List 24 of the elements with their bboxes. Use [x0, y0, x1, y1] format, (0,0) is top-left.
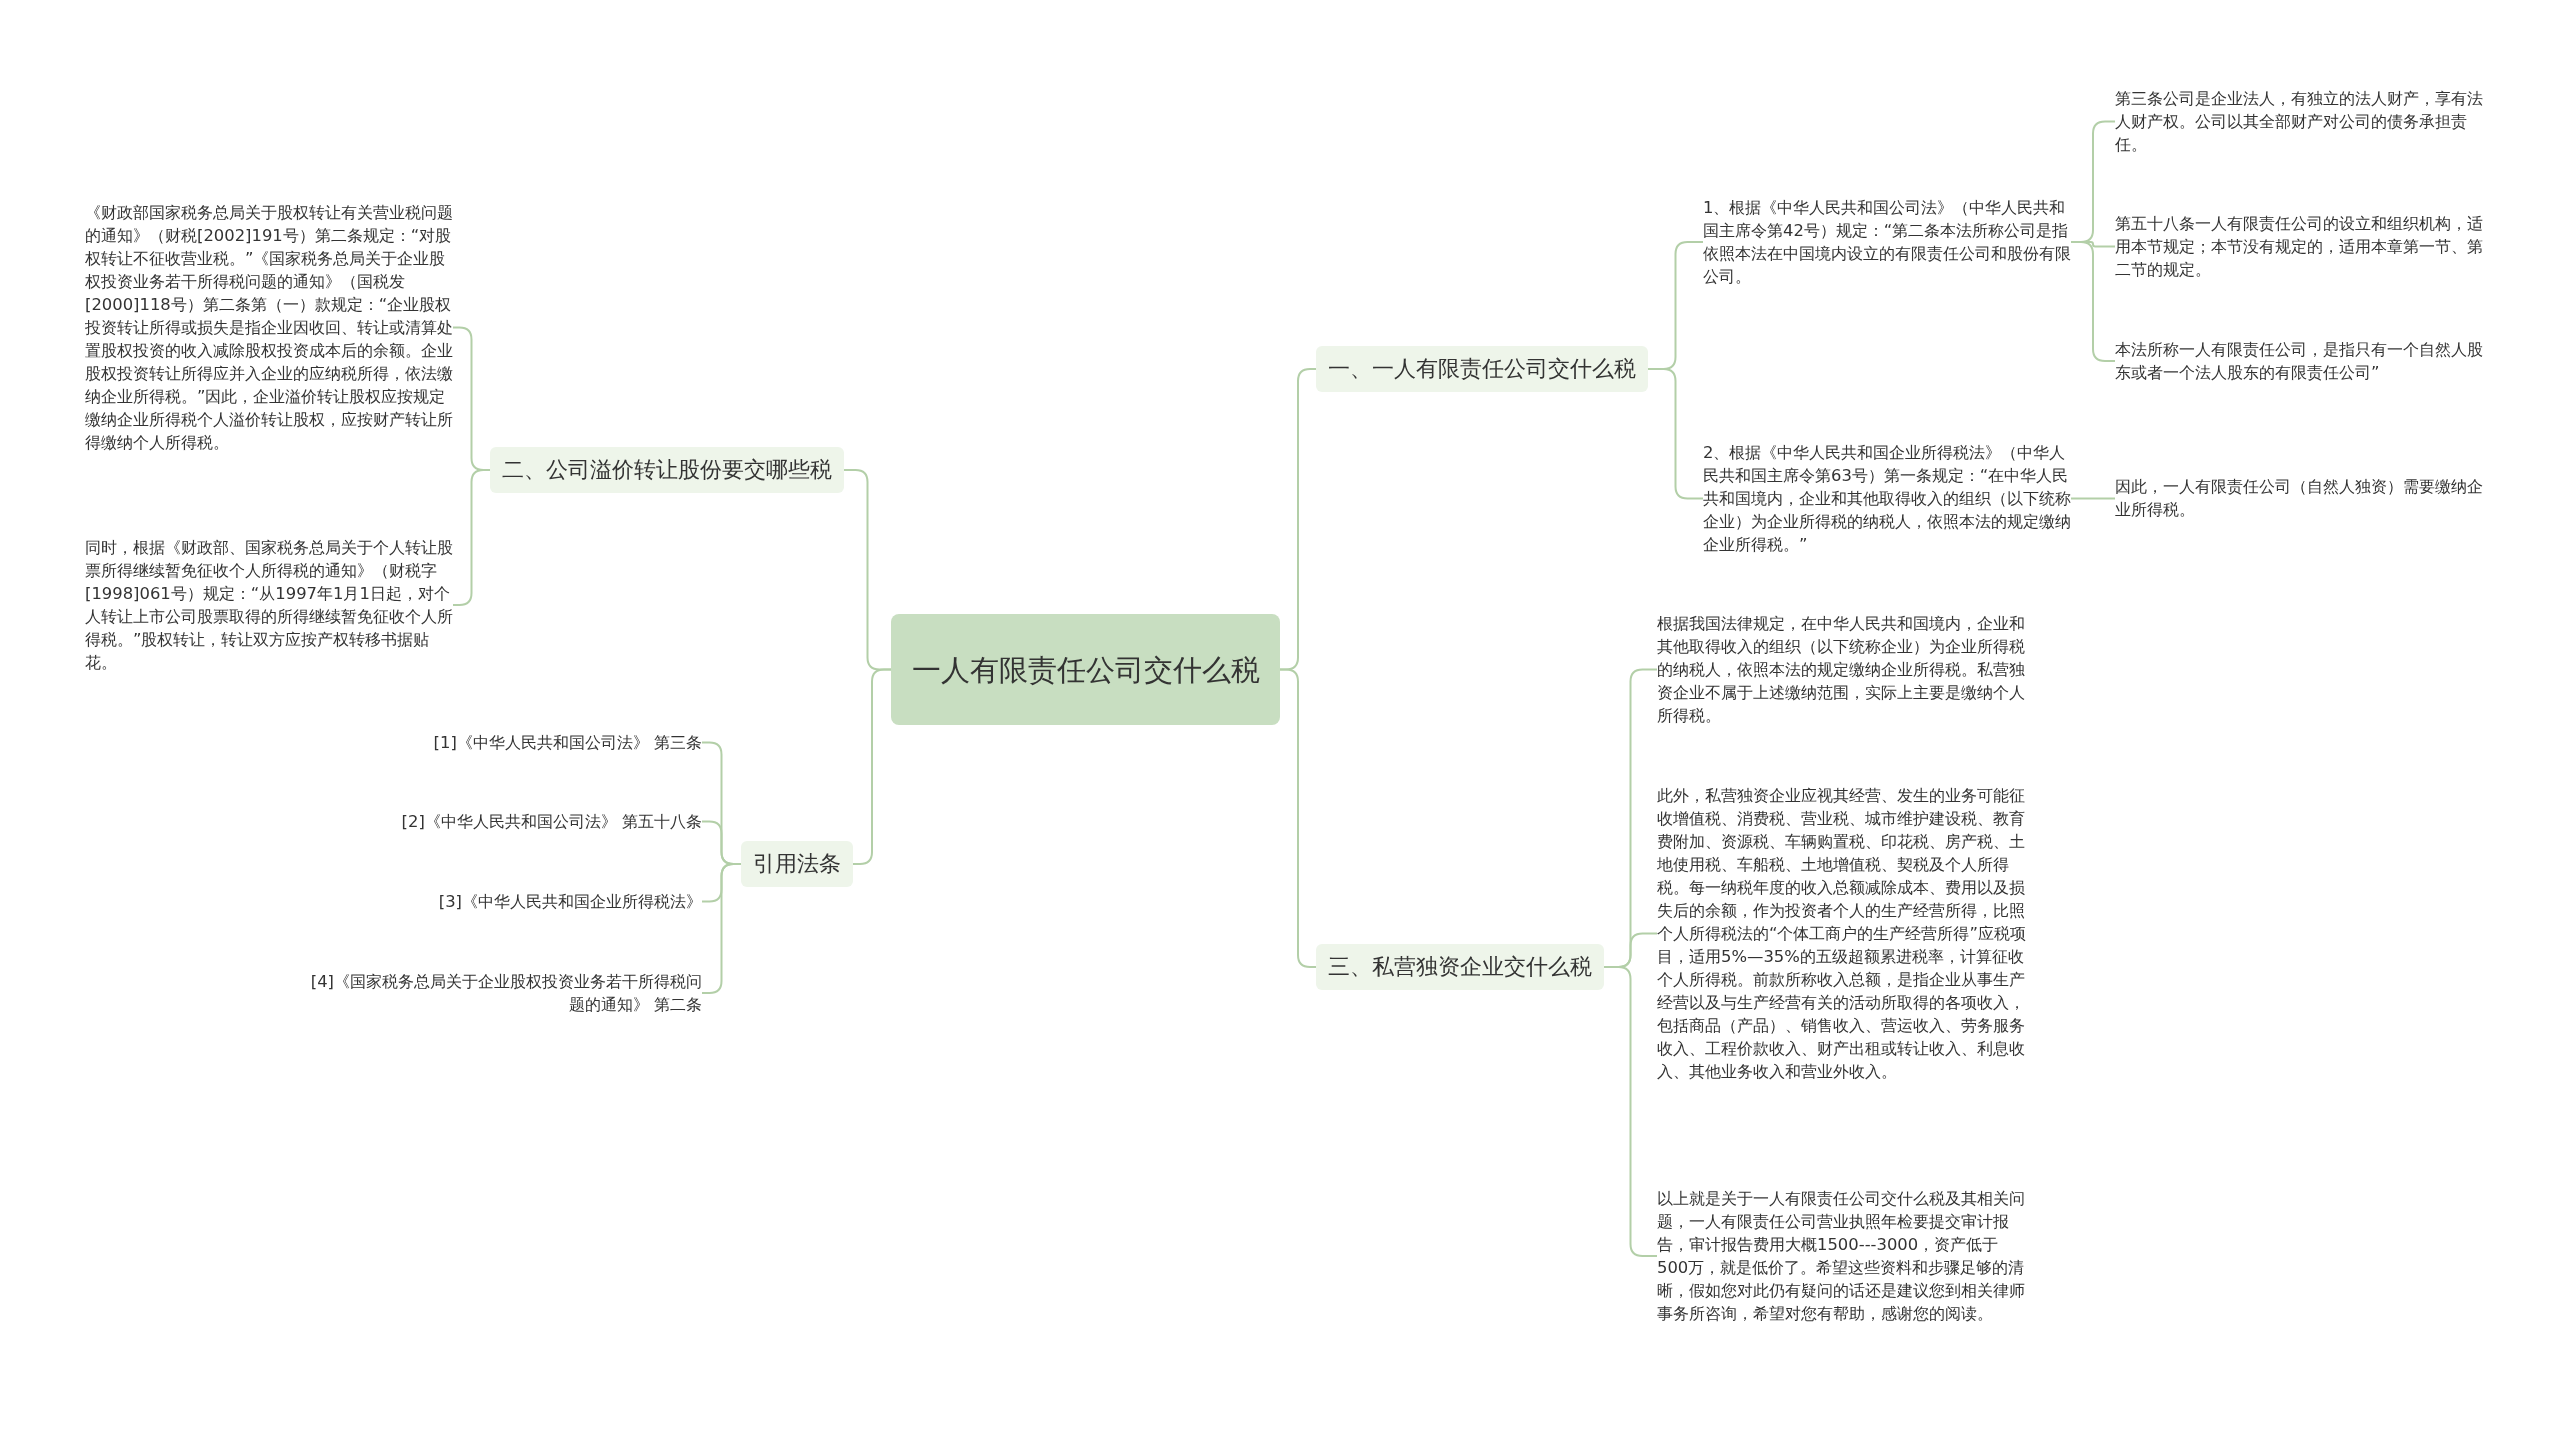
topic-box: 一、一人有限责任公司交什么税	[1316, 346, 1648, 392]
connector-line	[1603, 966, 1658, 1257]
note-text: 1、根据《中华人民共和国公司法》（中华人民共和国主席令第42号）规定：“第二条本法所称公司是指依照本法在中国境内设立的有限责任公司和股份有限公司。	[1703, 196, 2071, 288]
note-text: 《财政部国家税务总局关于股权转让有关营业税问题的通知》（财税[2002]191号）第二条规定：“对股权转让不征收营业税。”《国家税务总局关于企业股权投资业务若干所得税问题的通知》（国税发[2000]118号）第二条第（一）款规定：“企业股权投资转让所得或损失是指企业因收回、转让或清算处置股权投资的收入减除股权投资成本后的余额。企业股权投资转让所得应并入企业的应纳税所得，依法缴纳企业所得税。”因此，企业溢价转让股权应按规定缴纳企业所得税个人溢价转让股权，应按财产转让所得缴纳个人所得税。	[85, 201, 453, 454]
topic-box: 二、公司溢价转让股份要交哪些税	[490, 447, 844, 493]
note-text: 第三条公司是企业法人，有独立的法人财产，享有法人财产权。公司以其全部财产对公司的债务承担责任。	[2115, 87, 2487, 156]
note-text: 此外，私营独资企业应视其经营、发生的业务可能征收增值税、消费税、营业税、城市维护建设税、教育费附加、资源税、车辆购置税、印花税、房产税、土地使用税、车船税、土地增值税、契税及个人所得税。每一纳税年度的收入总额减除成本、费用以及损失后的余额，作为投资者个人的生产经营所得，比照个人所得税法的“个体工商户的生产经营所得”应税项目，适用5%—35%的五级超额累进税率，计算征收个人所得税。前款所称收入总额，是指企业从事生产经营以及与生产经营有关的活动所取得的各项收入，包括商品（产品）、销售收入、营运收入、劳务服务收入、工程价款收入、财产出租或转让收入、利息收入、其他业务收入和营业外收入。	[1657, 784, 2029, 1083]
connector-line	[2070, 497, 2116, 500]
note-text: 以上就是关于一人有限责任公司交什么税及其相关问题，一人有限责任公司营业执照年检要提交审计报告，审计报告费用大概1500---3000，资产低于500万，就是低价了。希望这些资料和步骤足够的清晰，假如您对此仍有疑问的话还是建议您到相关律师事务所咨询，希望对您有帮助，感谢您的阅读。	[1657, 1187, 2029, 1325]
topic-box: 三、私营独资企业交什么税	[1316, 944, 1604, 990]
reference-text: [3]《中华人民共和国企业所得税法》	[300, 890, 702, 913]
note-text: 因此，一人有限责任公司（自然人独资）需要缴纳企业所得税。	[2115, 475, 2487, 521]
note-text: 第五十八条一人有限责任公司的设立和组织机构，适用本节规定；本节没有规定的，适用本章第一节、第二节的规定。	[2115, 212, 2487, 281]
reference-text: [1]《中华人民共和国公司法》 第三条	[300, 731, 702, 754]
connector-line	[701, 863, 742, 994]
topic-box: 引用法条	[741, 841, 853, 887]
note-text: 2、根据《中华人民共和国企业所得税法》（中华人民共和国主席令第63号）第一条规定：“在中华人民共和国境内，企业和其他取得收入的组织（以下统称企业）为企业所得税的纳税人，依照本法的规定缴纳企业所得税。”	[1703, 441, 2071, 556]
reference-text: [4]《国家税务总局关于企业股权投资业务若干所得税问题的通知》 第二条	[300, 970, 702, 1016]
note-text: 本法所称一人有限责任公司，是指只有一个自然人股东或者一个法人股东的有限责任公司”	[2115, 338, 2487, 384]
note-text: 根据我国法律规定，在中华人民共和国境内，企业和其他取得收入的组织（以下统称企业）为企业所得税的纳税人，依照本法的规定缴纳企业所得税。私营独资企业不属于上述缴纳范围，实际上主要是缴纳个人所得税。	[1657, 612, 2029, 727]
reference-text: [2]《中华人民共和国公司法》 第五十八条	[300, 810, 702, 833]
connector-line	[852, 668, 892, 865]
note-text: 同时，根据《财政部、国家税务总局关于个人转让股票所得继续暂免征收个人所得税的通知》（财税字[1998]061号）规定：“从1997年1月1日起，对个人转让上市公司股票取得的所得继续暂免征收个人所得税。”股权转让，转让双方应按产权转移书据贴花。	[85, 536, 453, 674]
central-topic-box: 一人有限责任公司交什么税	[891, 614, 1280, 725]
